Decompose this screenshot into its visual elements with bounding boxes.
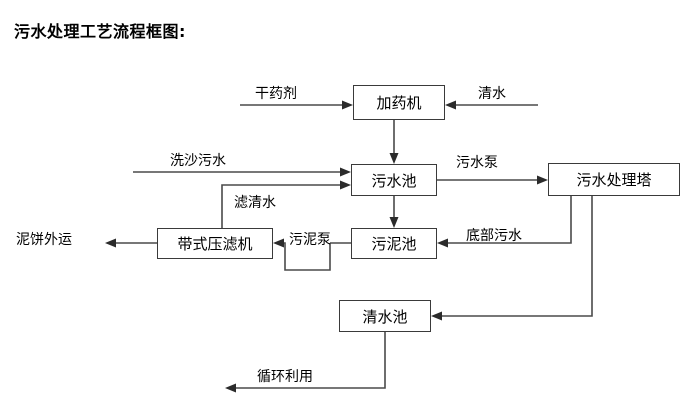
arrowhead-sewage-to-sludge <box>389 217 399 228</box>
arrowhead-clean-water <box>445 100 456 110</box>
node-clear-water-pool-label: 清水池 <box>362 307 408 326</box>
edge-label-sewage-pump: 污水泵 <box>456 155 498 171</box>
terminal-dry-chemical: 干药剂 <box>255 86 297 102</box>
node-treatment-tower[interactable]: 污水处理塔 <box>548 163 680 196</box>
arrowhead-bottom-sewage <box>437 238 448 248</box>
arrowhead-mudcake <box>105 238 116 248</box>
edge-label-recycle-reuse: 循环利用 <box>257 369 313 385</box>
arrowhead-sandwash <box>340 167 351 177</box>
node-dosing-machine-label: 加药机 <box>376 94 422 112</box>
node-dosing-machine[interactable]: 加药机 <box>353 85 445 120</box>
edge-label-sludge-pump: 污泥泵 <box>289 232 331 248</box>
terminal-mud-cake-output: 泥饼外运 <box>16 232 72 248</box>
node-sewage-pool[interactable]: 污水池 <box>351 164 437 196</box>
node-belt-filter-press-label: 带式压滤机 <box>177 235 253 253</box>
arrowhead-sludge-pump <box>273 238 284 248</box>
wire-filtered-water-to-sewage-pool <box>221 184 344 228</box>
page-title: 污水处理工艺流程框图: <box>14 22 186 41</box>
arrowhead-dosing-down <box>389 153 399 164</box>
node-sludge-pool[interactable]: 污泥池 <box>351 228 437 259</box>
arrowhead-sewage-pump <box>537 175 548 185</box>
terminal-sand-wash-sewage: 洗沙污水 <box>170 153 226 169</box>
edge-label-bottom-sewage: 底部污水 <box>466 228 522 244</box>
wire-clear-water-to-recycle <box>232 331 386 389</box>
node-clear-water-pool[interactable]: 清水池 <box>339 300 431 332</box>
wire-bottom-sewage-to-sludge-pool <box>444 196 572 244</box>
arrowhead-recycle <box>225 383 236 393</box>
node-sludge-pool-label: 污泥池 <box>371 235 417 253</box>
terminal-clean-water-input: 清水 <box>478 86 506 102</box>
edge-label-filtered-clear-water: 滤清水 <box>234 195 276 211</box>
arrowhead-tower-to-clear-water <box>431 311 442 321</box>
arrowhead-filtered-water <box>340 180 351 190</box>
wire-tower-to-clear-water-pool <box>438 196 593 317</box>
arrowhead-dry-chemical <box>342 100 353 110</box>
node-treatment-tower-label: 污水处理塔 <box>576 171 652 189</box>
node-belt-filter-press[interactable]: 带式压滤机 <box>157 228 273 259</box>
node-sewage-pool-label: 污水池 <box>371 171 417 190</box>
